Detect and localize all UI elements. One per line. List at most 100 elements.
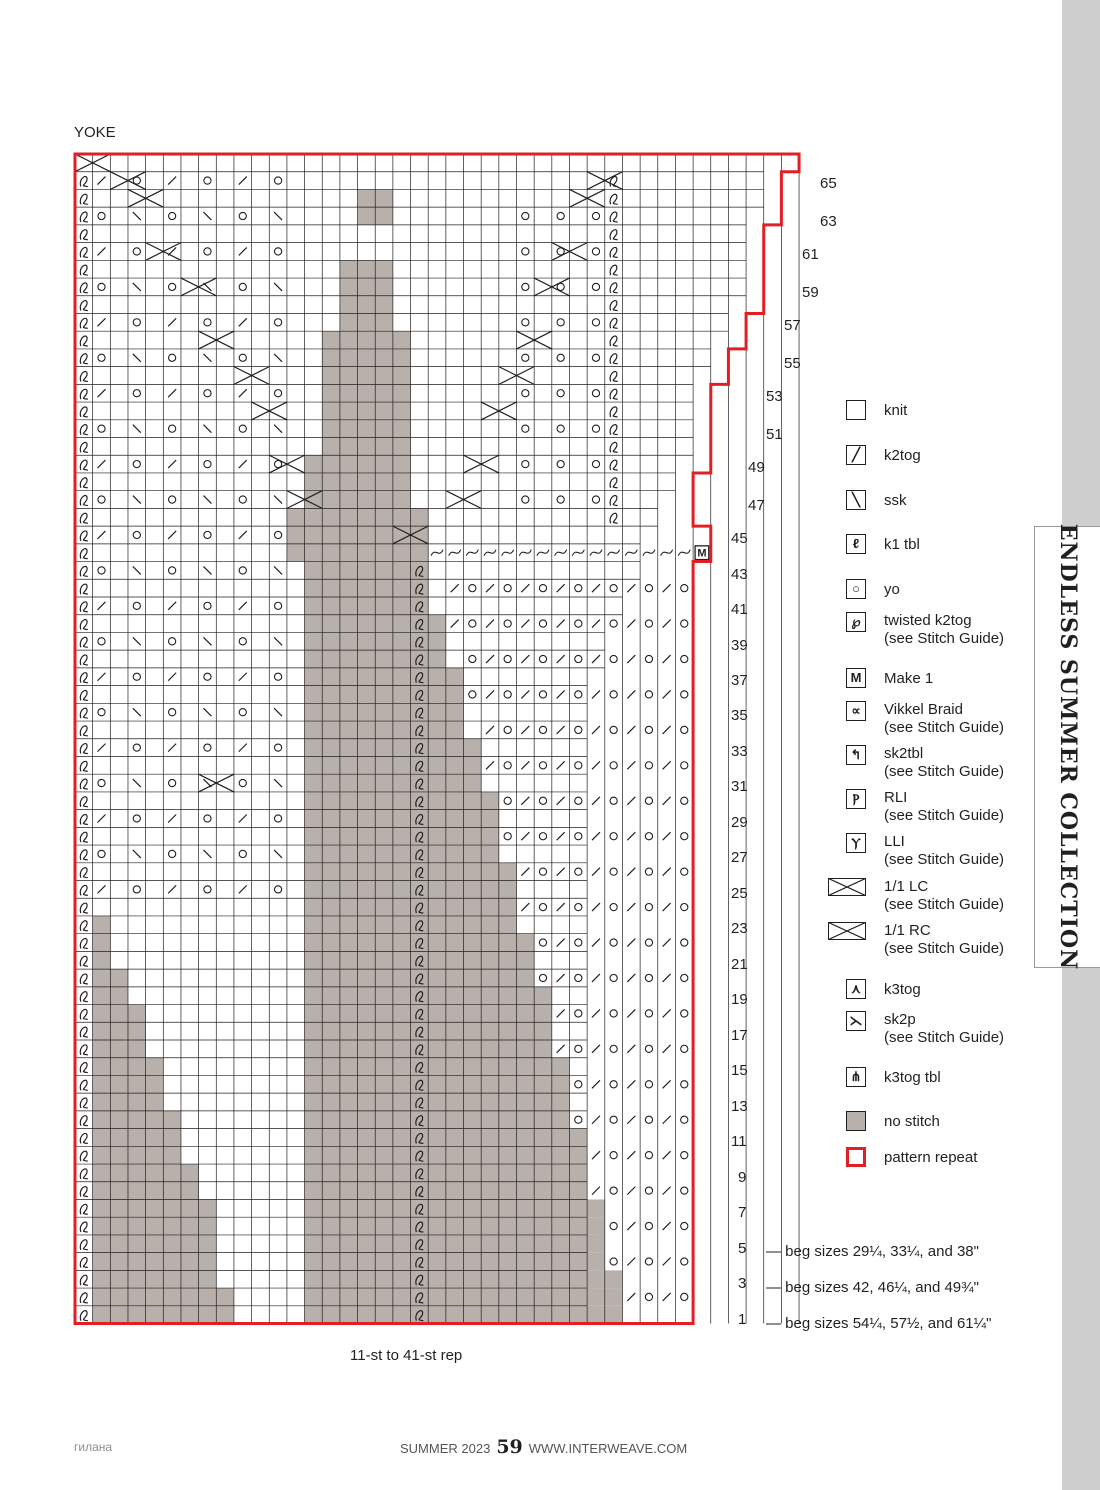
legend-label: yo <box>884 581 900 599</box>
k2tog-stitch <box>626 938 636 947</box>
no-stitch-cell <box>92 1022 146 1040</box>
chart-title: YOKE <box>74 124 116 141</box>
k1-tbl-stitch <box>415 1026 424 1038</box>
yo-stitch <box>680 938 689 947</box>
k2tog-stitch <box>591 973 601 983</box>
k2tog-stitch <box>591 583 601 593</box>
no-stitch-cell <box>304 898 429 916</box>
k1-tbl-stitch <box>415 813 424 826</box>
yo-stitch <box>574 1044 583 1054</box>
cable-cross-stitch <box>268 454 305 474</box>
legend-label: RLI(see Stitch Guide) <box>884 789 1004 825</box>
no-stitch-cell <box>304 1110 429 1129</box>
k2tog-stitch <box>97 459 106 469</box>
no-stitch-cell <box>92 1004 146 1023</box>
k2tog-stitch <box>626 654 636 664</box>
k1-tbl-stitch <box>415 796 424 808</box>
yo-stitch <box>273 885 283 894</box>
k1-tbl-stitch <box>79 849 88 861</box>
k3tog-icon: ⋏ <box>846 979 866 999</box>
k2tog-stitch <box>556 867 566 877</box>
yo-stitch <box>238 495 247 504</box>
make-1-stitch <box>694 545 710 561</box>
k2tog-stitch <box>520 760 530 770</box>
yo-stitch <box>644 902 654 912</box>
k2tog-stitch <box>238 388 248 398</box>
k1-tbl-stitch <box>79 955 88 967</box>
row-number: 37 <box>731 672 748 689</box>
k1-tbl-stitch <box>609 300 618 312</box>
k1-tbl-stitch <box>79 1274 88 1286</box>
k2tog-stitch <box>591 760 601 770</box>
k2tog-stitch <box>626 690 636 699</box>
k2tog-stitch <box>662 1186 672 1196</box>
yo-stitch <box>538 796 548 805</box>
yo-stitch <box>644 761 654 770</box>
k1-tbl-stitch <box>415 565 424 578</box>
row-number: 57 <box>784 317 801 334</box>
yo-stitch <box>167 708 177 717</box>
cable-cross-stitch <box>516 330 553 350</box>
k2tog-stitch <box>662 938 672 947</box>
row-number: 43 <box>731 566 748 583</box>
size-note-dash: — <box>766 1279 786 1296</box>
k2tog-stitch <box>626 1008 636 1018</box>
ssk-stitch <box>273 849 283 859</box>
yo-stitch <box>644 1044 654 1054</box>
no-stitch-cell <box>304 1128 429 1147</box>
no-stitch-cell <box>304 1040 429 1058</box>
yo-stitch <box>574 832 583 841</box>
k1-tbl-stitch <box>415 1186 424 1198</box>
yo-stitch <box>538 725 548 735</box>
legend-item: ↰sk2tbl(see Stitch Guide) <box>846 745 1026 785</box>
k1-tbl-stitch <box>79 406 88 418</box>
k2tog-stitch <box>556 690 566 699</box>
yo-stitch <box>609 1044 618 1054</box>
k1-tbl-stitch <box>79 654 88 666</box>
legend-label-note: (see Stitch Guide) <box>884 851 1005 868</box>
yo-stitch <box>644 690 654 699</box>
legend-item: ⋋sk2p(see Stitch Guide) <box>846 1011 1026 1051</box>
no-stitch-cell <box>304 1004 429 1023</box>
k1-tbl-stitch <box>79 424 88 436</box>
k2tog-stitch <box>450 583 460 593</box>
k1-tbl-stitch <box>79 1150 88 1162</box>
yo-stitch <box>538 938 548 947</box>
legend-label-text: no stitch <box>884 1113 940 1130</box>
k1-tbl-stitch <box>79 1239 88 1251</box>
k2tog-stitch <box>167 601 177 611</box>
yo-stitch <box>132 672 141 681</box>
cable-cross-stitch <box>127 188 164 208</box>
yo-stitch <box>591 389 601 398</box>
yo-stitch <box>644 867 654 876</box>
ssk-stitch <box>273 282 283 292</box>
legend-item: knit <box>846 400 1026 440</box>
row-number: 33 <box>731 743 748 760</box>
yo-stitch <box>132 885 141 894</box>
k2tog-stitch <box>626 973 636 983</box>
vikkel-braid-stitch <box>607 549 621 556</box>
yo-stitch <box>132 318 141 327</box>
yo-stitch <box>521 247 530 256</box>
ssk-stitch <box>132 778 142 788</box>
yo-stitch <box>238 566 247 575</box>
vikkel-braid-stitch <box>430 549 444 556</box>
k1-tbl-stitch <box>79 973 88 985</box>
no-stitch-cell <box>428 650 446 668</box>
yo-stitch <box>644 1186 654 1195</box>
k1-tbl-stitch <box>79 636 88 648</box>
k2tog-stitch <box>591 831 601 841</box>
legend-label-text: sk2tbl <box>884 745 924 762</box>
k1-tbl-stitch <box>609 193 618 205</box>
k2tog-stitch <box>238 317 248 327</box>
ssk-stitch <box>203 424 212 434</box>
k1-tbl-stitch <box>415 1221 424 1233</box>
k1-tbl-stitch <box>79 1132 88 1145</box>
k2tog-stitch <box>662 690 672 699</box>
yo-stitch <box>538 761 548 770</box>
yo-stitch <box>203 247 212 256</box>
yo-stitch <box>538 832 548 841</box>
k2tog-stitch <box>591 690 601 699</box>
yo-stitch <box>203 176 212 185</box>
yo-stitch <box>203 601 212 611</box>
